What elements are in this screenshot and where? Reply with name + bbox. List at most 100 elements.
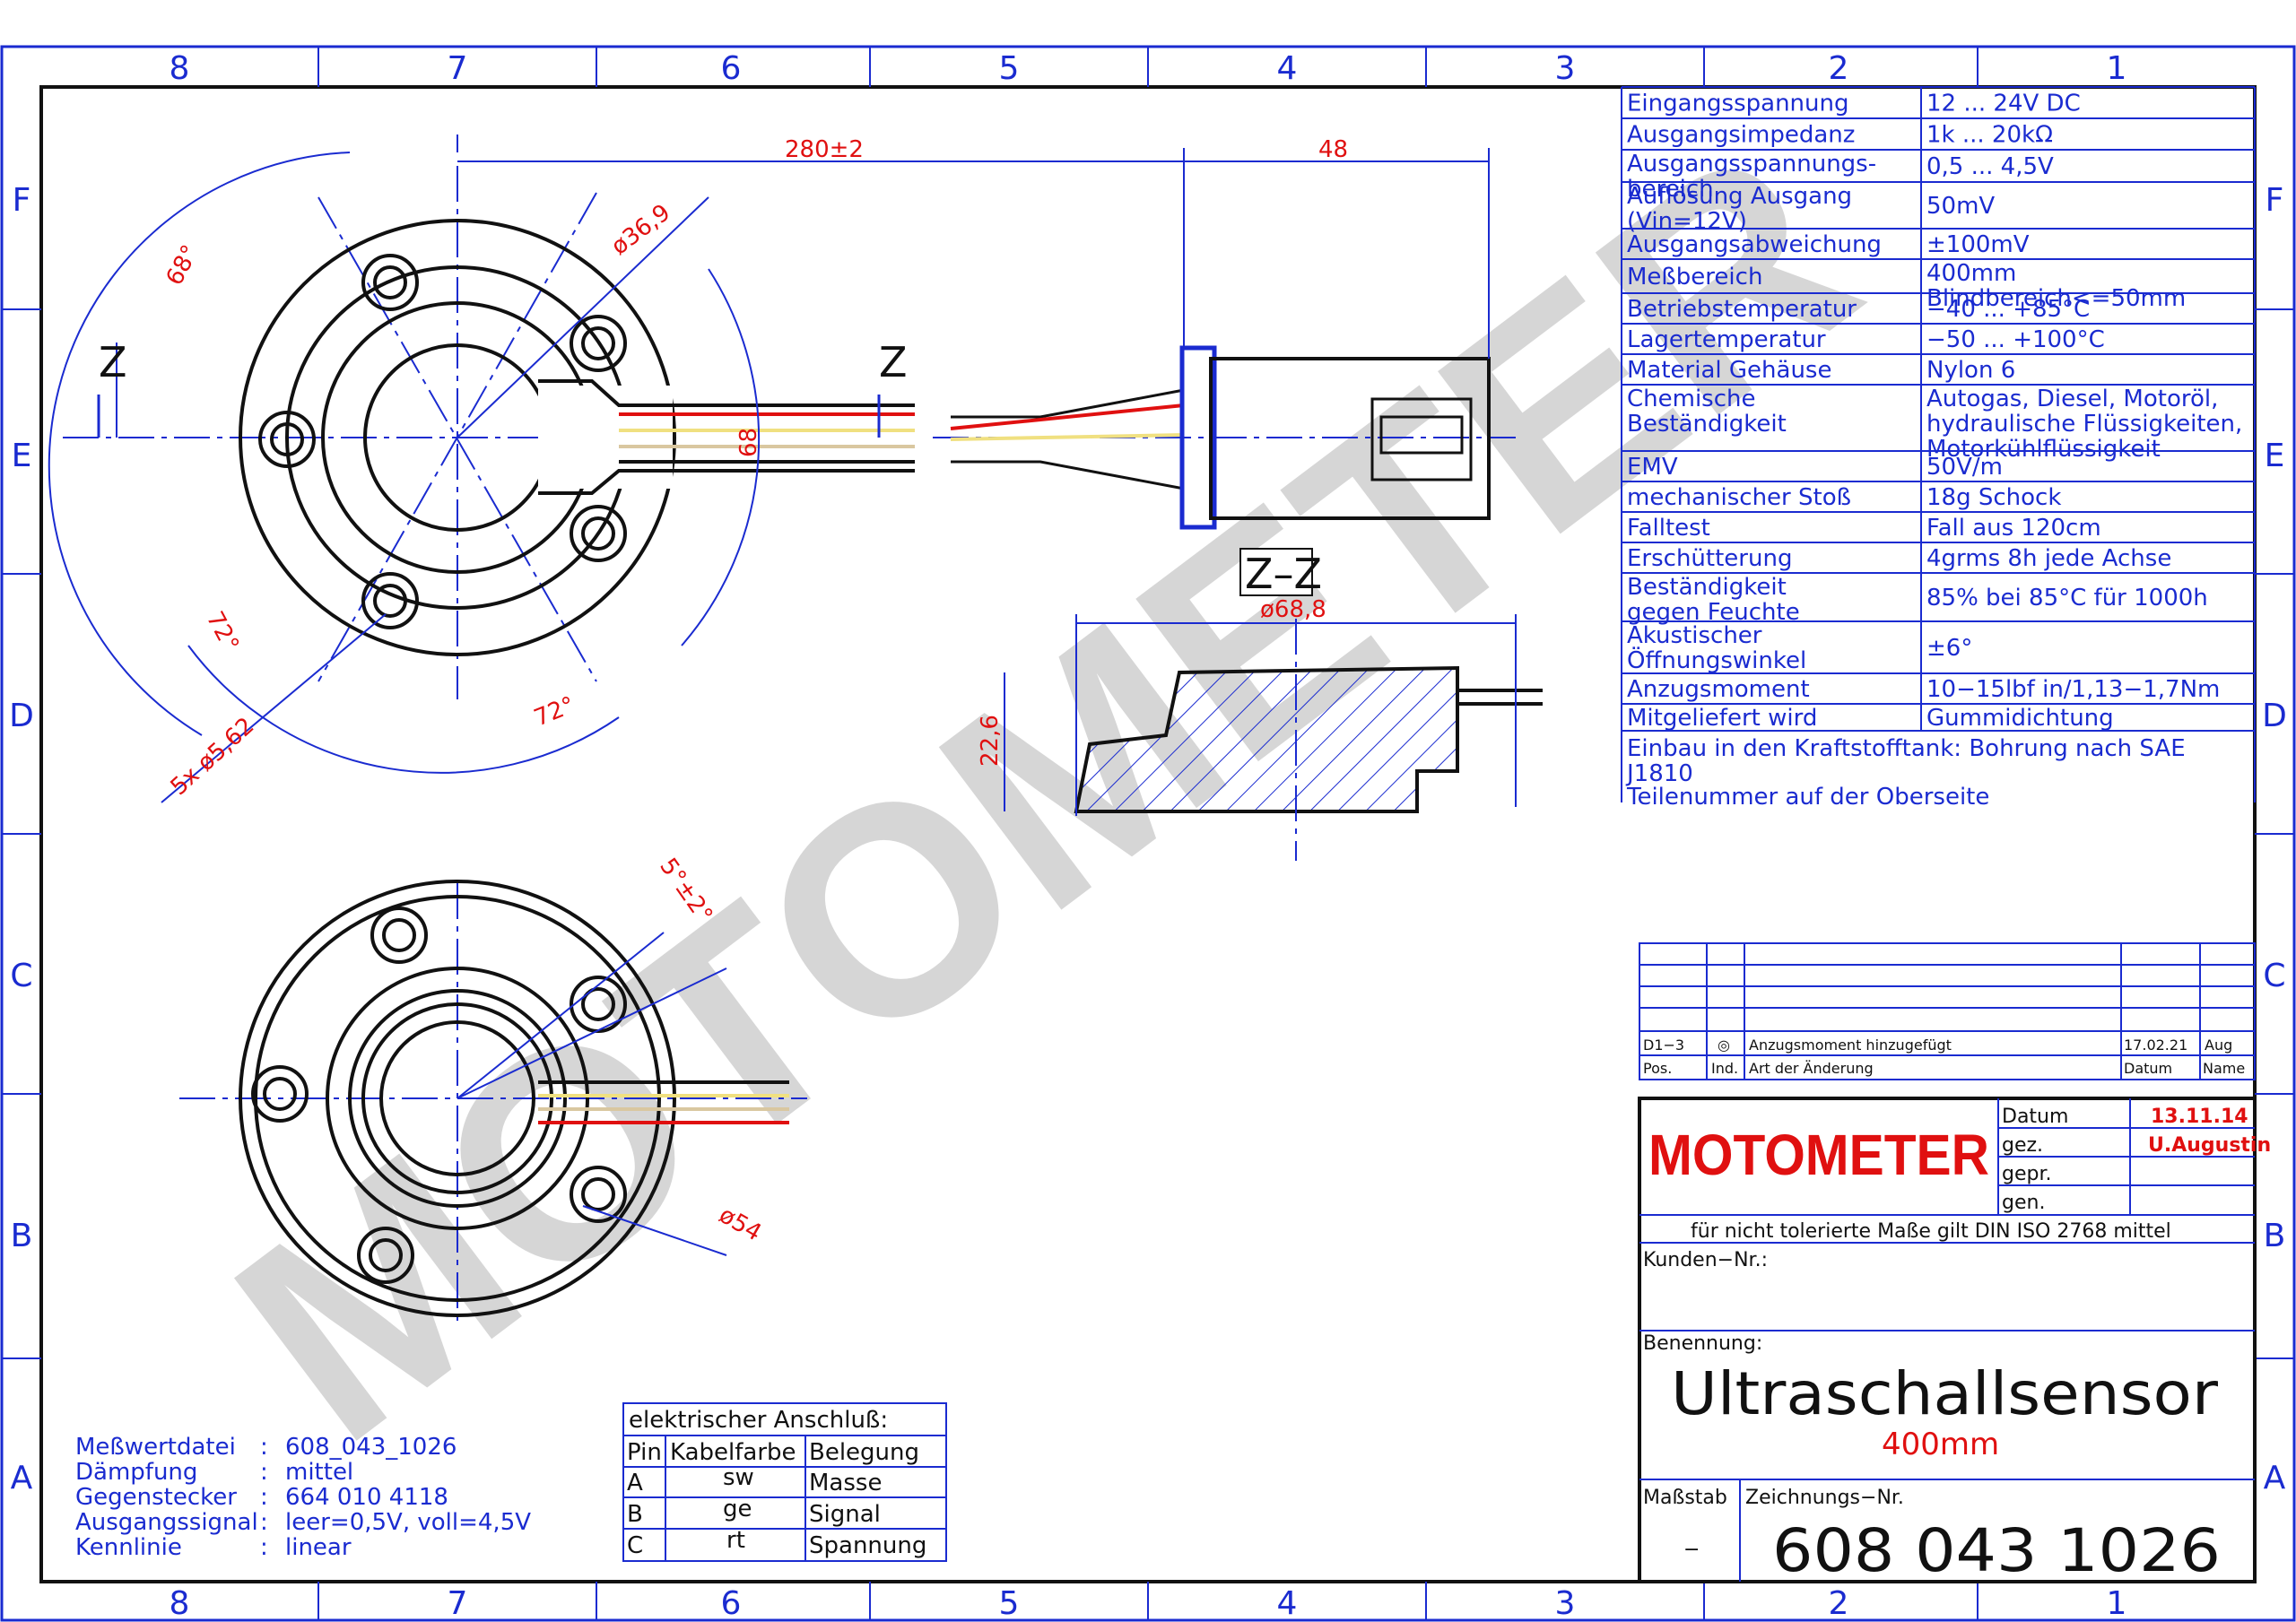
grid-row-label: C — [2263, 958, 2285, 994]
spec-label: Betriebstemperatur — [1627, 296, 1857, 323]
dim-dia-68: 68 — [735, 428, 762, 457]
grid-row-label: F — [2266, 182, 2284, 219]
section-title: Z–Z — [1245, 550, 1322, 598]
grid-column-label: 8 — [170, 1585, 190, 1622]
rev-ind: ◎ — [1718, 1037, 1730, 1054]
spec-value: 4grms 8h jede Achse — [1926, 545, 2171, 572]
dim-angle-72b: 72° — [530, 691, 578, 732]
info-value: mittel — [285, 1459, 353, 1486]
info-label: Kennlinie — [75, 1534, 182, 1561]
info-label: Gegenstecker — [75, 1484, 237, 1511]
section-label-right: Z — [879, 338, 908, 386]
section-label-left: Z — [99, 338, 127, 386]
zeichnung-label: Zeichnungs−Nr. — [1745, 1487, 1904, 1509]
spec-label: Ausgangsabweichung — [1627, 231, 1882, 258]
grid-column-label: 2 — [1829, 1585, 1849, 1622]
spec-value: Autogas, Diesel, Motoröl,hydraulische Fl… — [1926, 386, 2242, 463]
datum-value: 13.11.14 — [2151, 1106, 2248, 1128]
rev-name: Aug — [2205, 1037, 2232, 1054]
spec-label: Erschütterung — [1627, 545, 1792, 572]
spec-label: Falltest — [1627, 515, 1710, 542]
spec-label: Material Gehäuse — [1627, 357, 1831, 384]
spec-value: −40 ... +85°C — [1926, 296, 2090, 323]
rev-change: Anzugsmoment hinzugefügt — [1749, 1037, 1952, 1054]
grid-column-label: 1 — [2107, 50, 2127, 87]
title-block — [1638, 1097, 2257, 1583]
rev-h-ind: Ind. — [1711, 1060, 1738, 1077]
spec-value: 10−15lbf in/1,13−1,7Nm — [1926, 676, 2220, 703]
dim-angle-72a: 72° — [201, 607, 244, 656]
tolerance-note: für nicht tolerierte Maße gilt DIN ISO 2… — [1691, 1220, 2171, 1243]
grid-column-label: 4 — [1277, 1585, 1298, 1622]
info-colon: : — [260, 1459, 268, 1486]
grid-row-label: E — [2265, 438, 2285, 474]
spec-label: Meßbereich — [1627, 264, 1762, 291]
info-label: Meßwertdatei — [75, 1434, 236, 1461]
grid-column-label: 5 — [999, 50, 1020, 87]
info-value: linear — [285, 1534, 352, 1561]
conn-func-c: Spannung — [809, 1532, 926, 1559]
spec-label: Auflösung Ausgang(Vin=12V) — [1627, 183, 1852, 235]
info-value: 664 010 4118 — [285, 1484, 448, 1511]
section-view: Z–Z — [1004, 548, 1543, 861]
spec-value: ±6° — [1926, 635, 1972, 662]
spec-value: 0,5 ... 4,5V — [1926, 153, 2054, 180]
conn-color-c: rt — [726, 1527, 745, 1554]
part-number-note: Teilenummer auf der Oberseite — [1626, 784, 1989, 811]
conn-pin-a: A — [627, 1470, 643, 1496]
spec-value: ±100mV — [1926, 231, 2030, 258]
dim-angle-68: 68° — [161, 241, 204, 291]
conn-color-b: ge — [723, 1496, 752, 1522]
spec-label: Ausgangsspannungs-bereich — [1627, 151, 1876, 203]
rev-h-pos: Pos. — [1643, 1060, 1672, 1077]
company-logo: MOTOMETER — [1648, 1123, 1989, 1187]
bottom-view — [179, 880, 807, 1327]
grid-column-label: 7 — [448, 50, 468, 87]
info-colon: : — [260, 1484, 268, 1511]
grid-column-label: 3 — [1555, 50, 1576, 87]
grid-row-label: A — [2264, 1460, 2286, 1496]
dim-dia-369: ø36,9 — [606, 199, 675, 260]
connection-text: elektrischer Anschluß: Pin Kabelfarbe Be… — [627, 1407, 926, 1559]
drawing-title: Ultraschallsensor — [1671, 1359, 2219, 1428]
grid-ticks — [2, 47, 2294, 1620]
conn-func-b: Signal — [809, 1501, 881, 1528]
info-colon: : — [260, 1509, 268, 1536]
gepr-label: gepr. — [2002, 1163, 2051, 1185]
grid-column-label: 2 — [1829, 50, 1849, 87]
grid-row-label: A — [11, 1460, 33, 1496]
dim-length: 280±2 — [785, 136, 864, 163]
info-label: Dämpfung — [75, 1459, 197, 1486]
spec-label: Lagertemperatur — [1627, 326, 1826, 353]
rev-h-name: Name — [2203, 1060, 2245, 1077]
spec-value: 1k ... 20kΩ — [1926, 122, 2053, 149]
connector-view — [457, 148, 1491, 530]
info-block: Meßwertdatei:608_043_1026Dämpfung:mittel… — [75, 1434, 531, 1561]
grid-row-label: F — [13, 182, 31, 219]
gez-value: U.Augustin — [2148, 1134, 2271, 1157]
info-value: 608_043_1026 — [285, 1434, 457, 1461]
spec-label: EMV — [1627, 454, 1678, 481]
grid-row-label: D — [9, 698, 34, 734]
spec-value: −50 ... +100°C — [1926, 326, 2105, 353]
grid-column-label: 6 — [721, 1585, 742, 1622]
connection-table — [622, 1402, 947, 1562]
rev-date: 17.02.21 — [2124, 1037, 2187, 1054]
conn-color-a: sw — [723, 1464, 754, 1491]
title-block-text: Datum 13.11.14 gez. U.Augustin gepr. gen… — [1643, 1106, 2271, 1561]
dim-holes: 5x ø5,62 — [166, 713, 260, 802]
conn-pin-c: C — [627, 1532, 643, 1559]
grid-row-label: B — [11, 1218, 33, 1254]
install-note: Einbau in den Kraftstofftank: Bohrung na… — [1625, 735, 2186, 787]
conn-func-a: Masse — [809, 1470, 882, 1496]
grid-column-label: 1 — [2107, 1585, 2127, 1622]
rev-h-change: Art der Änderung — [1749, 1060, 1874, 1077]
massstab-value: − — [1683, 1539, 1700, 1561]
conn-h-pin: Pin — [627, 1439, 662, 1466]
spec-value: Gummidichtung — [1926, 705, 2114, 732]
